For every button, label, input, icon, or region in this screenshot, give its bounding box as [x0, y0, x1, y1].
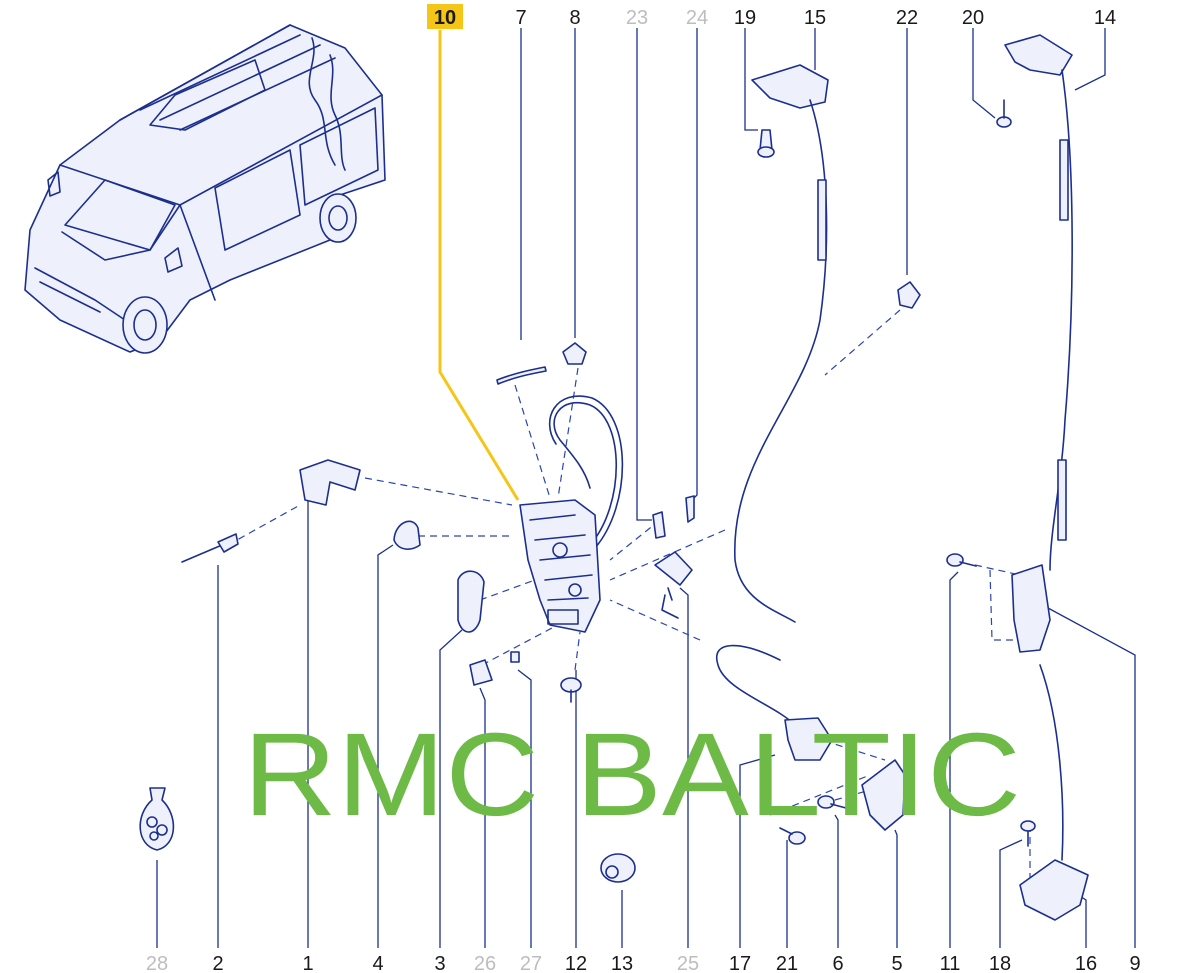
part-21-bolt	[779, 827, 806, 845]
part-25-bracket	[654, 551, 693, 586]
callout-12: 12	[565, 953, 587, 973]
part-10-lock	[519, 499, 601, 633]
callout-5: 5	[891, 953, 902, 973]
cable-14	[1049, 69, 1073, 571]
part-11-screw	[946, 553, 977, 567]
callout-16: 16	[1075, 953, 1097, 973]
callout-15: 15	[804, 7, 826, 29]
part-13-bush	[600, 853, 636, 883]
part-6-screw	[817, 795, 847, 809]
part-27-spring	[510, 651, 520, 663]
callout-labels: 10 7 8 23 24 19 15 22 20 14 28 2 1 4 3 2…	[146, 4, 1141, 973]
callout-24: 24	[686, 7, 708, 29]
part-19-screw	[757, 129, 775, 158]
part-8-clip	[562, 342, 587, 365]
part-7-rod	[496, 366, 547, 385]
part-28-bag	[139, 787, 175, 851]
part-15-latch	[751, 64, 829, 109]
part-16-latch	[1019, 859, 1089, 921]
callout-20: 20	[962, 7, 984, 29]
part-5-striker	[861, 759, 906, 831]
part-24-clip	[685, 495, 695, 523]
callout-3: 3	[434, 953, 445, 973]
watermark-text: RMC BALTIC	[243, 709, 1021, 841]
part-1-bracket	[299, 459, 361, 506]
highlight-box-10	[427, 4, 463, 29]
callout-11: 11	[940, 953, 961, 973]
callout-14: 14	[1094, 7, 1116, 29]
cable-15	[734, 99, 828, 623]
callout-8: 8	[569, 7, 580, 29]
callout-27: 27	[520, 953, 542, 973]
cable-upper-loop	[553, 402, 618, 546]
callout-4: 4	[372, 953, 383, 973]
leader-lines	[156, 28, 1136, 948]
part-22-clip	[897, 281, 921, 309]
part-26-plate	[469, 659, 493, 686]
callout-6: 6	[832, 953, 843, 973]
callout-22: 22	[896, 7, 918, 29]
part-12-screw	[560, 677, 582, 703]
part-23-clip	[652, 511, 666, 539]
callout-19: 19	[734, 7, 756, 29]
callout-9: 9	[1129, 953, 1140, 973]
callout-7: 7	[515, 7, 526, 29]
callout-1: 1	[302, 953, 313, 973]
callout-25: 25	[677, 953, 699, 973]
part-9-handle	[1011, 564, 1051, 653]
part-2-pin	[181, 533, 239, 563]
callout-18: 18	[989, 953, 1011, 973]
part-14-latch	[1004, 34, 1073, 76]
van-illustration	[24, 24, 386, 354]
callout-21: 21	[776, 953, 798, 973]
part-17-latch	[784, 717, 833, 761]
callout-13: 13	[611, 953, 633, 973]
cable-lower-right	[1039, 664, 1064, 861]
callout-2: 2	[212, 953, 223, 973]
part-18-screw	[1020, 820, 1036, 847]
cable-lower-middle	[715, 644, 796, 726]
part-4-knob	[393, 520, 421, 550]
callout-10: 10	[434, 7, 456, 29]
part-3-handle	[457, 570, 485, 633]
part-20-screw	[996, 99, 1012, 128]
callout-26: 26	[474, 953, 496, 973]
callout-28: 28	[146, 953, 168, 973]
callout-23: 23	[626, 7, 648, 29]
highlight-leader-10	[438, 30, 520, 501]
callout-17: 17	[729, 953, 751, 973]
